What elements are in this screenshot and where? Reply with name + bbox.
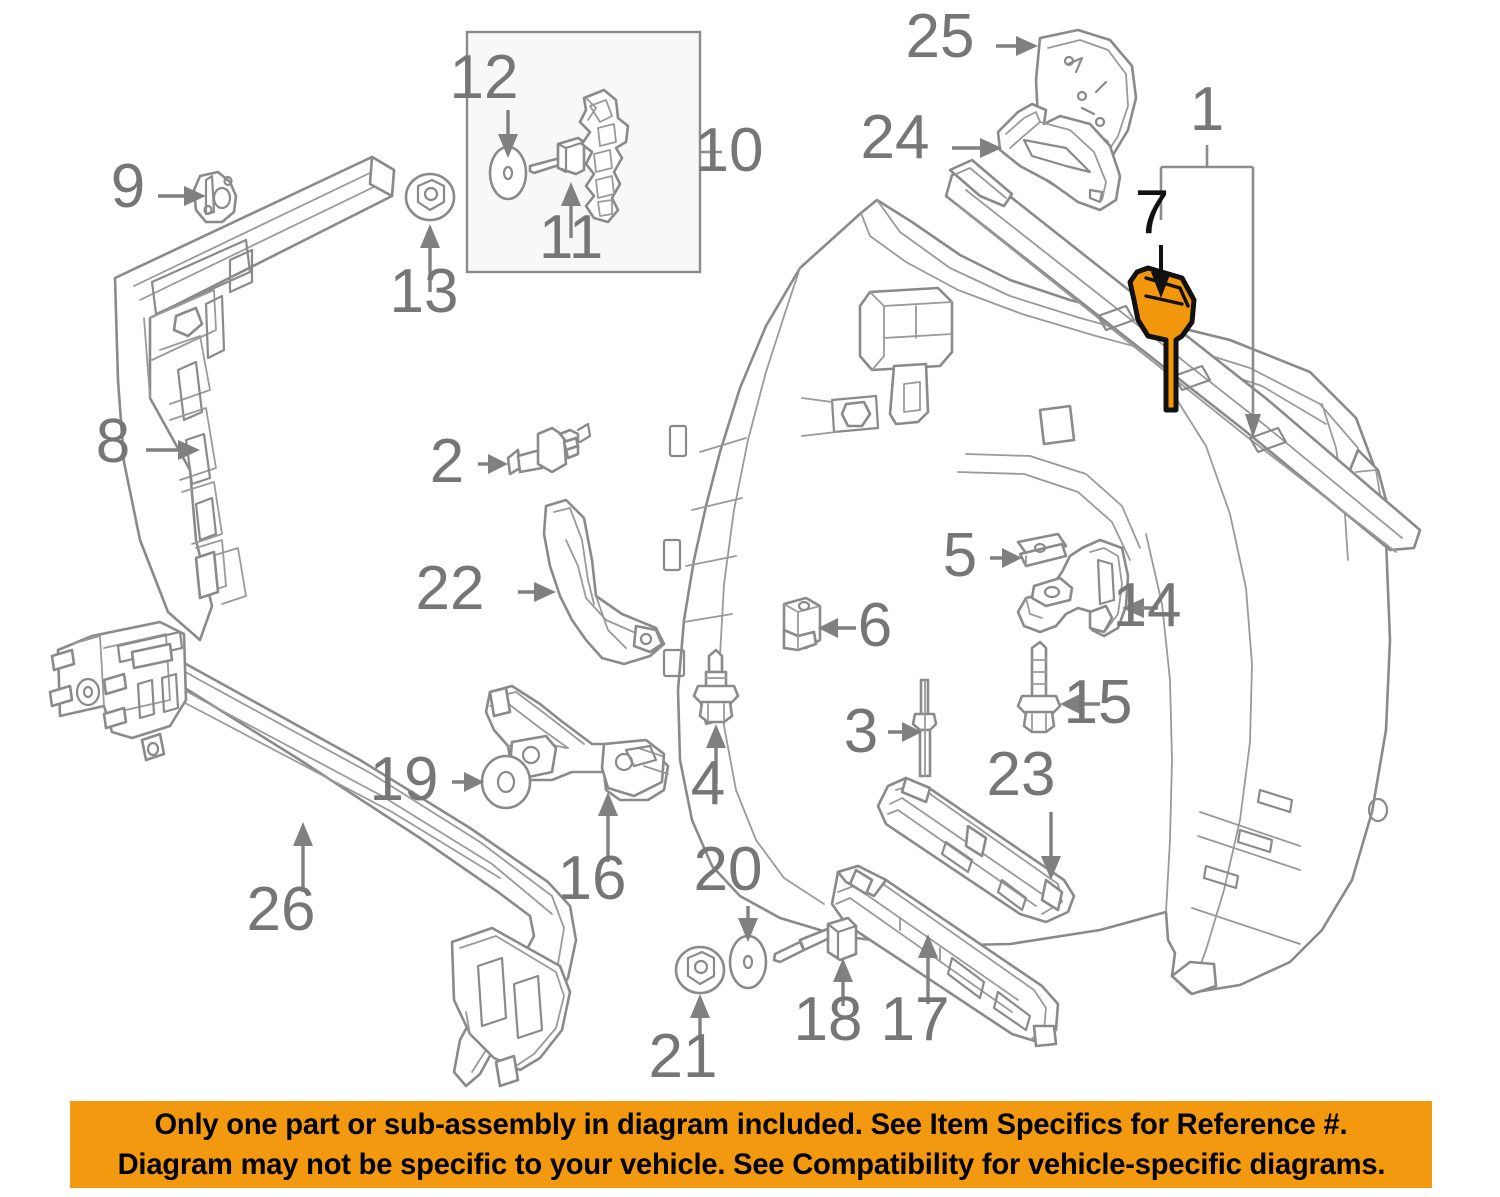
part-17-lower-rail [830,864,1060,1048]
callout-label-16: 16 [558,844,627,913]
callout-label-4: 4 [691,749,725,818]
part-4-flange-bolt [692,648,740,724]
callout-label-18: 18 [794,985,863,1054]
callout-label-3: 3 [844,697,878,766]
callout-label-15: 15 [1064,668,1133,737]
callout-label-22: 22 [416,554,485,623]
callout-label-12: 12 [450,43,519,112]
part-8-quarter-panel-brace [113,155,396,642]
callout-label-26: 26 [247,875,316,944]
part-3-retainer-pin [911,678,938,778]
part-19-washer-seal [480,754,532,810]
callout-leaders [146,36,1261,1040]
part-20-washer-disc [728,934,768,990]
part-2-push-pin [506,422,592,476]
callout-label-8: 8 [96,407,130,476]
callout-label-7: 7 [1135,178,1169,247]
callout-label-6: 6 [858,591,892,660]
disclaimer-banner: Only one part or sub-assembly in diagram… [70,1101,1432,1188]
part-13-flange-nut [404,172,456,222]
disclaimer-line-2: Diagram may not be specific to your vehi… [117,1147,1385,1181]
callout-label-10: 10 [695,116,764,185]
callout-label-19: 19 [370,745,439,814]
callout-label-17: 17 [881,985,950,1054]
callout-label-14: 14 [1113,571,1182,640]
callout-label-24: 24 [861,103,930,172]
callout-label-9: 9 [111,152,145,221]
callout-label-21: 21 [649,1022,718,1091]
callout-label-25: 25 [906,2,975,71]
disclaimer-line-1: Only one part or sub-assembly in diagram… [154,1107,1348,1141]
callout-label-5: 5 [943,521,977,590]
part-23-upper-rail [876,776,1076,924]
callout-label-13: 13 [390,257,459,326]
callout-number-labels: 1234567891011121314151617181920212223242… [96,2,1224,1091]
part-24-reflector-housing [948,102,1122,212]
part-21-flange-nut-lower [674,945,726,995]
part-26-rear-frame-rail [48,620,578,1088]
callout-label-2: 2 [430,427,464,496]
part-15-hex-bolt [1016,640,1062,734]
callout-label-11: 11 [539,203,603,272]
part-16-lower-bracket [484,684,670,802]
part-7-highlighted-tow-cover [1127,265,1197,413]
callout-label-1: 1 [1190,75,1224,144]
part-6-small-bracket [782,596,822,652]
part-5-clip-nut-plate [1016,532,1068,568]
part-18-shoulder-screw [772,916,858,964]
part-14-sensor-bracket [1016,538,1130,638]
callout-label-23: 23 [987,740,1056,809]
part-9-grommet [192,170,238,224]
part-22-side-support-bracket [542,498,666,666]
callout-label-20: 20 [694,835,763,904]
